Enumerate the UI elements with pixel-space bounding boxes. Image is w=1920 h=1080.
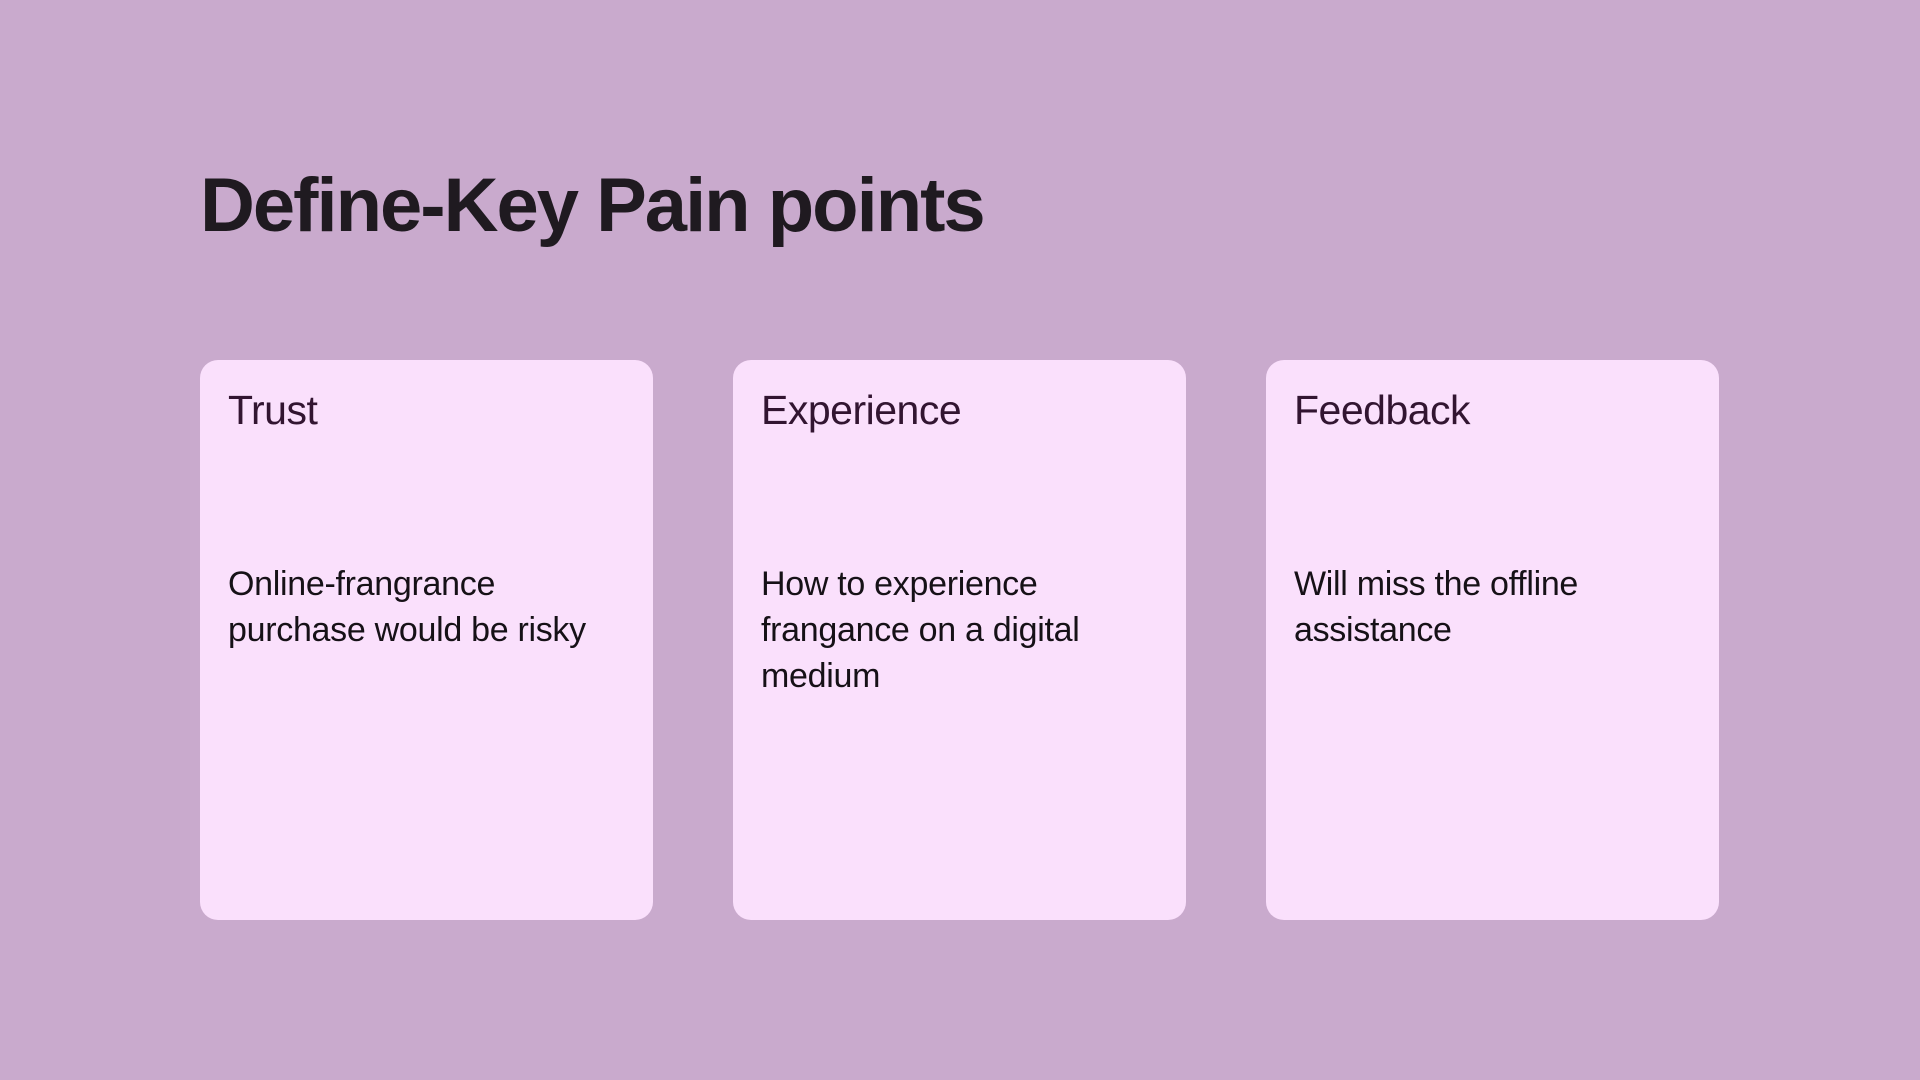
card-feedback-body: Will miss the offline assistance — [1294, 565, 1579, 650]
page-title: Define-Key Pain points — [200, 163, 986, 248]
card-experience-body: How to experience frangance on a digital… — [761, 565, 1080, 696]
card-experience-heading: Experience — [761, 387, 962, 433]
card-trust-body: Online-frangrance purchase would be risk… — [228, 565, 586, 650]
card-feedback-heading: Feedback — [1294, 387, 1471, 433]
cards-row: Trust Online-frangrance purchase would b… — [200, 360, 1719, 920]
card-trust: Trust Online-frangrance purchase would b… — [200, 360, 653, 920]
card-feedback: Feedback Will miss the offline assistanc… — [1266, 360, 1719, 920]
card-experience: Experience How to experience frangance o… — [733, 360, 1186, 920]
card-trust-heading: Trust — [228, 387, 318, 433]
